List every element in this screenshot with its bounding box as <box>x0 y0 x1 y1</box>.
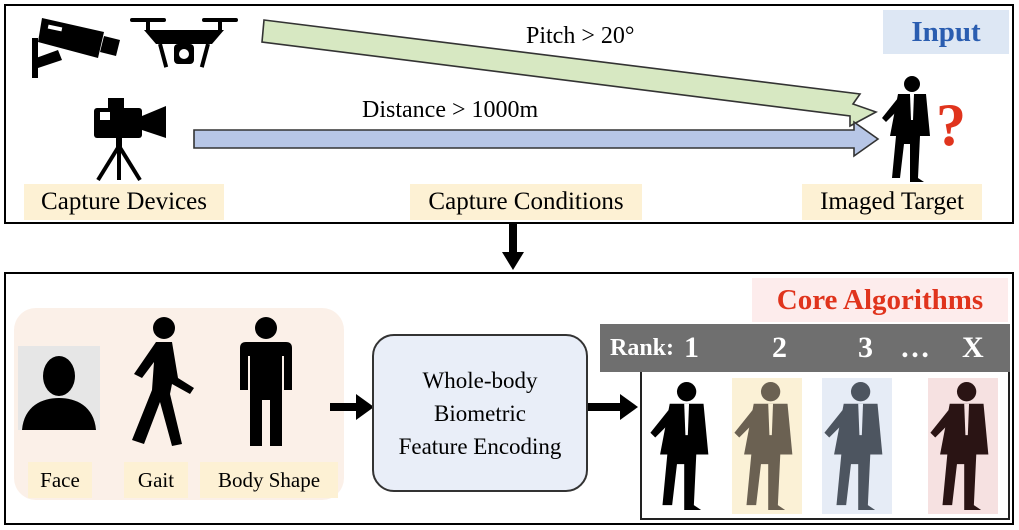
core-title-text: Core Algorithms <box>776 284 984 316</box>
down-arrow <box>502 224 524 270</box>
rank-bar: Rank: 1 2 3 … X <box>600 324 1010 372</box>
rank-prefix: Rank: <box>610 335 675 361</box>
encoding-line-2: Biometric <box>434 400 526 426</box>
question-mark: ? <box>936 92 966 158</box>
arrow-to-encoding <box>330 394 374 420</box>
video-camera-tripod-icon <box>94 98 166 182</box>
candidate-2-person-icon <box>734 382 793 510</box>
rank-3: 3 <box>858 331 873 364</box>
rank-x: X <box>962 331 984 364</box>
drone-icon <box>130 18 238 68</box>
candidate-3-person-icon <box>824 382 883 510</box>
rank-ellipsis: … <box>900 331 930 364</box>
encoding-line-3: Feature Encoding <box>398 433 562 459</box>
distance-arrow <box>193 120 880 158</box>
body-shape-icon <box>240 317 292 446</box>
modality-gait-label: Gait <box>124 462 188 498</box>
imaged-target-person-icon <box>882 76 930 182</box>
capture-conditions-label: Capture Conditions <box>410 184 642 220</box>
modality-face-label: Face <box>28 462 92 498</box>
face-icon <box>18 346 100 430</box>
imaged-target-label: Imaged Target <box>802 184 982 220</box>
arrow-to-ranking <box>588 394 638 420</box>
rank-2: 2 <box>772 331 787 364</box>
distance-condition-label: Distance > 1000m <box>362 97 539 123</box>
rank-1: 1 <box>684 331 699 364</box>
core-title: Core Algorithms <box>752 278 1008 322</box>
candidate-3 <box>822 378 892 514</box>
feature-encoding-box: Whole-body Biometric Feature Encoding <box>372 334 588 492</box>
pitch-arrow <box>261 19 878 128</box>
input-title-text: Input <box>911 16 981 48</box>
candidate-2 <box>732 378 802 514</box>
modality-body-shape-label: Body Shape <box>200 462 338 498</box>
pitch-condition-label: Pitch > 20° <box>526 23 635 49</box>
candidate-1-person-icon <box>650 382 709 510</box>
encoding-line-1: Whole-body <box>422 367 538 393</box>
candidate-x-person-icon <box>930 382 989 510</box>
candidate-x <box>928 378 998 514</box>
candidate-1 <box>648 378 718 514</box>
input-title: Input <box>883 10 1009 54</box>
capture-devices-label: Capture Devices <box>24 184 224 220</box>
gait-icon <box>132 317 194 446</box>
cctv-camera-icon <box>32 18 120 78</box>
